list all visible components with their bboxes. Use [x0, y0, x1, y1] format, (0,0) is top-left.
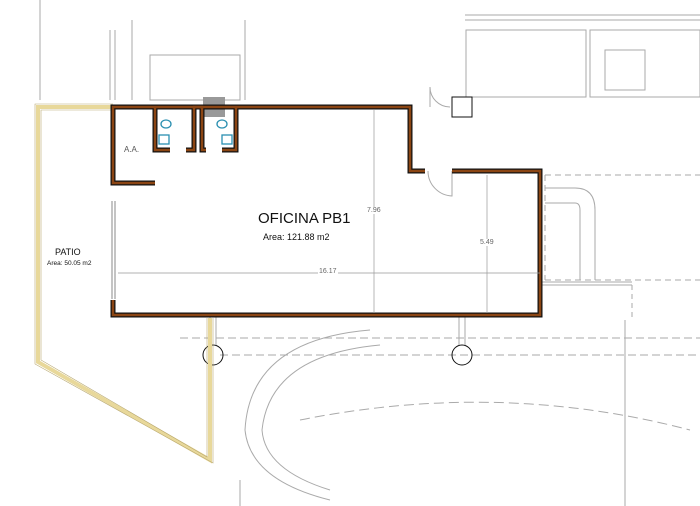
- context-lines: [39, 0, 700, 506]
- dimension-width: 16.17: [318, 268, 338, 275]
- dimension-height-right: 5.49: [479, 239, 495, 246]
- aa-label: A.A.: [124, 145, 140, 154]
- patio-area: Area: 50.05 m2: [47, 260, 92, 267]
- patio-boundary: [36, 105, 212, 464]
- office-name: OFICINA PB1: [258, 210, 351, 227]
- dimension-height-left: 7.96: [366, 207, 382, 214]
- window: [111, 201, 116, 299]
- toilet-fixtures: [158, 119, 233, 145]
- office-area: Area: 121.88 m2: [263, 232, 330, 242]
- patio-name: PATIO: [55, 247, 81, 257]
